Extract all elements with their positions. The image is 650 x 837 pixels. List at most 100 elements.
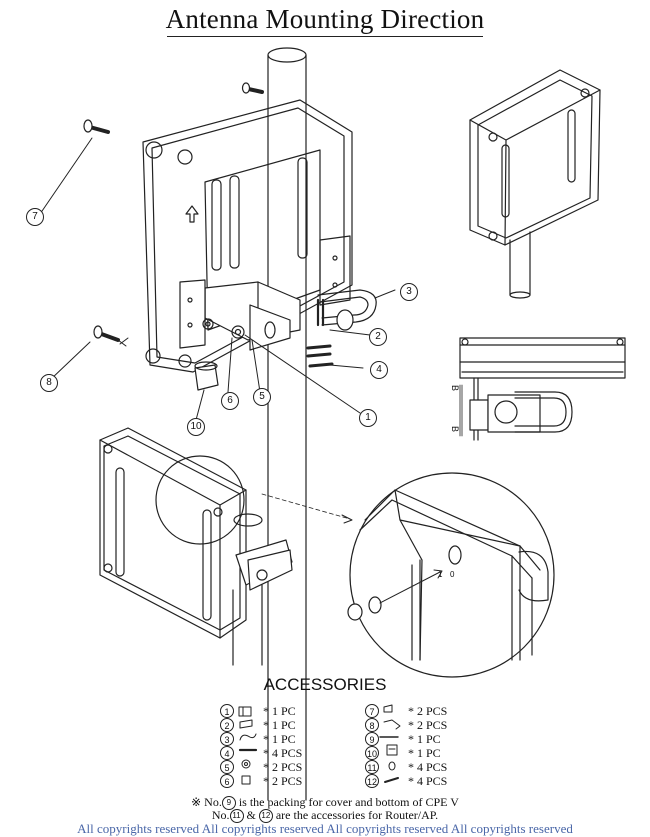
accessory-item: 7 * 2 PCS [365,704,447,718]
insert-arrow [379,571,441,604]
title-underline [167,36,483,37]
accessory-item: 12 * 4 PCS [365,774,447,788]
pole-stub [509,231,531,296]
nut-icon [238,775,260,787]
accessory-item: 6 * 2 PCS [220,774,302,788]
note-prefix: No. [211,808,230,822]
main-exploded-view [39,47,396,801]
leader-10 [195,389,205,421]
accessory-item: 10 * 1 PC [365,746,441,760]
cable-gland [194,364,219,391]
accessory-glyphs [238,704,401,785]
accessory-qty: * 2 PCS [408,717,448,732]
callout-6: 6 [221,392,239,410]
accessory-number: 10 [365,746,379,760]
callout-4: 4 [370,361,388,379]
accessory-number: 5 [220,760,234,774]
detail-mark-0: 0 [450,570,455,579]
side-detail-view [459,337,626,441]
leader-4 [329,364,364,369]
antenna-assembled [469,69,601,246]
copyright-watermark: All copyrights reserved All copyrights r… [77,821,573,836]
clamp [249,304,291,351]
accessory-item: 5 * 2 PCS [220,760,302,774]
u-bolt [317,289,377,326]
detail-mark-1: 1 [438,570,443,579]
accessory-number: 9 [365,732,379,746]
note-prefix: No. [204,795,222,809]
u-bolt-icon [238,733,260,745]
leader-7 [39,137,93,215]
leader-8 [49,341,91,381]
assembled-view-bottom-left [99,427,353,666]
accessory-number: 2 [220,718,234,732]
accessory-item: 4 * 4 PCS [220,746,302,760]
bracket-icon [238,705,260,717]
bolt-icon [238,747,260,759]
corner-boss [145,141,163,159]
accessory-qty: * 1 PC [263,731,296,746]
pole [267,54,307,801]
zoom-circle [155,455,245,545]
accessory-item: 3 * 1 PC [220,732,296,746]
accessory-qty: * 1 PC [408,745,441,760]
accessory-number: 7 [365,704,379,718]
detail-label-b-top: B [450,385,460,392]
accessory-number: 12 [365,774,379,788]
detail-label-b-bottom: B [450,426,460,433]
callout-5: 5 [253,388,271,406]
accessory-qty: * 4 PCS [408,759,448,774]
accessory-qty: * 2 PCS [263,773,303,788]
callout-2: 2 [369,328,387,346]
zoom-detail-circle [349,472,555,678]
pin-icon [383,775,405,787]
accessory-number: 8 [365,718,379,732]
screw-icon [383,719,405,731]
accessory-qty: * 1 PC [408,731,441,746]
strip-icon [383,733,405,745]
rivet-icon [383,761,405,773]
leader-1 [244,334,361,414]
note-mark: ※ [191,795,202,809]
note-text: are the accessories for Router/AP. [275,808,439,822]
antenna-housing-back [142,99,353,373]
accessory-item: 2 * 1 PC [220,718,296,732]
page-title: Antenna Mounting Direction [165,4,485,34]
accessory-item: 1 * 1 PC [220,704,296,718]
zoom-detail [347,472,555,678]
accessory-item: 8 * 2 PCS [365,718,447,732]
note-text: is the packing for cover and bottom of C… [238,795,459,809]
accessory-qty: * 2 PCS [408,703,448,718]
callout-1: 1 [359,409,377,427]
accessory-number: 6 [220,774,234,788]
accessory-number: 11 [365,760,379,774]
note-amp: & [246,808,256,822]
note-line-1: ※ No.9 is the packing for cover and bott… [0,795,650,811]
assembled-view-top-right [469,69,601,299]
accessory-qty: * 1 PC [263,717,296,732]
callout-7: 7 [26,208,44,226]
callout-3: 3 [400,283,418,301]
accessories-title: ACCESSORIES [263,675,387,694]
accessory-qty: * 2 PCS [263,759,303,774]
accessory-qty: * 1 PC [263,703,296,718]
accessory-number: 3 [220,732,234,746]
accessory-number: 1 [220,704,234,718]
accessory-item: 11 * 4 PCS [365,760,447,774]
leader-3 [374,289,396,299]
washer-icon [238,761,260,773]
accessory-qty: * 4 PCS [408,773,448,788]
note-line-2: No.11 & 12 are the accessories for Route… [0,808,650,824]
leader-2 [329,329,371,336]
accessory-item: 9 * 1 PC [365,732,441,746]
callout-8: 8 [40,374,58,392]
accessory-qty: * 4 PCS [263,745,303,760]
up-arrow-icon [185,205,199,223]
callout-10: 10 [187,418,205,436]
leader-6 [227,337,233,393]
cap-icon [383,705,405,717]
pole-lower [232,584,263,666]
clamp-icon [238,719,260,731]
accessory-number: 4 [220,746,234,760]
